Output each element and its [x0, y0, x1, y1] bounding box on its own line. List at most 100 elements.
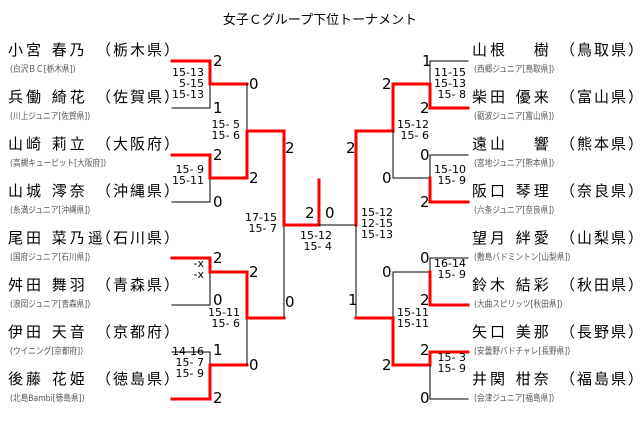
page-title: 女子Ｃグループ下位トーナメント [222, 13, 418, 28]
match-score: 1 [422, 52, 432, 70]
match-score: 0 [249, 75, 259, 93]
match-score: 2 [420, 193, 430, 211]
game-score: 15- 7 [248, 222, 277, 235]
player-name: 阪口 琴理 [472, 182, 552, 200]
game-score: 15- 7 [175, 356, 204, 369]
game-score: 16-14 [434, 257, 466, 270]
player-prefecture: （徳島県） [96, 370, 182, 388]
match-score: 2 [285, 139, 295, 157]
player-team: (高槻キューピット[大阪府]) [10, 159, 107, 169]
player-team: (安曇野バドチャレ[長野県]) [474, 347, 571, 357]
game-score: 15-13 [361, 228, 393, 241]
game-score: 15-11 [397, 317, 429, 330]
game-score: 14-16 [172, 345, 204, 358]
match-score: 2 [213, 52, 223, 70]
match-score: 0 [213, 291, 223, 309]
game-score: 15- 9 [437, 174, 466, 187]
game-score: 15- 6 [211, 129, 240, 142]
player-prefecture: （奈良県） [560, 182, 640, 200]
game-score: 15-11 [172, 174, 204, 187]
player-team: (砺波ジュニア[富山県]) [474, 112, 555, 122]
match-score: 2 [382, 356, 392, 374]
game-score: 15- 6 [400, 129, 429, 142]
player-name: 後藤 花姫 [8, 370, 88, 388]
game-score: 15- 9 [437, 362, 466, 375]
match-score: 2 [213, 249, 223, 267]
player-prefecture: （栃木県） [96, 41, 182, 59]
match-score: 2 [420, 99, 430, 117]
game-score: -x [193, 268, 204, 281]
player-team: (白沢ＢＣ[栃木県]) [10, 65, 76, 75]
match-score: 0 [285, 293, 295, 311]
player-prefecture: （山梨県） [560, 229, 640, 247]
player-name: 尾田 菜乃遥 [8, 229, 106, 247]
player-prefecture: （秋田県） [560, 276, 640, 294]
player-team: (川上ジュニア[佐賀県]) [10, 112, 91, 122]
player-prefecture: （沖縄県） [96, 182, 182, 200]
player-team: (西郷ジュニア[鳥取県]) [474, 65, 555, 75]
match-score: 0 [382, 263, 392, 281]
player-prefecture: （石川県） [96, 229, 182, 247]
game-scores: -x-x [170, 258, 204, 280]
match-score: 0 [325, 204, 335, 222]
player-name: 矢口 美那 [472, 323, 552, 341]
player-team: (宮地ジュニア[熊本県]) [474, 159, 555, 169]
game-score: 15- 4 [303, 240, 332, 253]
match-score: 2 [305, 204, 315, 222]
player-prefecture: （福島県） [560, 370, 640, 388]
match-score: 1 [213, 99, 223, 117]
game-score: 15-13 [172, 88, 204, 101]
player-prefecture: （鳥取県） [560, 41, 640, 59]
game-score: 15-12 [361, 206, 393, 219]
player-team: (糸満ジュニア[沖縄県]) [10, 206, 91, 216]
match-score: 2 [346, 139, 356, 157]
player-name: 兵働 綺花 [8, 88, 88, 106]
game-score: 15-12 [300, 229, 332, 242]
player-name: 鈴木 結彩 [472, 276, 552, 294]
player-name: 山城 澪奈 [8, 182, 88, 200]
game-score: 15-13 [434, 77, 466, 90]
player-name: 望月 絆愛 [472, 229, 552, 247]
match-score: 0 [249, 356, 259, 374]
game-score: 15- 6 [211, 317, 240, 330]
player-prefecture: （富山県） [560, 88, 640, 106]
game-score: 11-15 [434, 66, 466, 79]
match-score: 0 [213, 193, 223, 211]
player-name: 小宮 春乃 [8, 41, 88, 59]
match-score: 0 [420, 146, 430, 164]
game-score: 17-15 [245, 211, 277, 224]
player-team: (浪岡ジュニア[青森県]) [10, 300, 91, 310]
player-name: 山根 樹 [472, 41, 552, 59]
player-prefecture: （青森県） [96, 276, 182, 294]
match-score: 2 [249, 169, 259, 187]
match-score: 2 [420, 291, 430, 309]
player-team: (北島Bambi[徳島県]) [10, 394, 85, 404]
player-name: 遠山 響 [472, 135, 552, 153]
player-prefecture: （京都府） [96, 323, 182, 341]
player-name: 山崎 莉立 [8, 135, 88, 153]
match-score: 1 [213, 341, 223, 359]
player-name: 伊田 天音 [8, 323, 88, 341]
player-team: (六条ジュニア[奈良県]) [474, 206, 555, 216]
player-prefecture: （佐賀県） [96, 88, 182, 106]
player-name: 井関 柑奈 [472, 370, 552, 388]
game-score: 15-11 [208, 306, 240, 319]
game-score: 5-15 [179, 77, 204, 90]
game-score: 15-13 [172, 66, 204, 79]
player-team: (国府ジュニア[石川県]) [10, 253, 91, 263]
